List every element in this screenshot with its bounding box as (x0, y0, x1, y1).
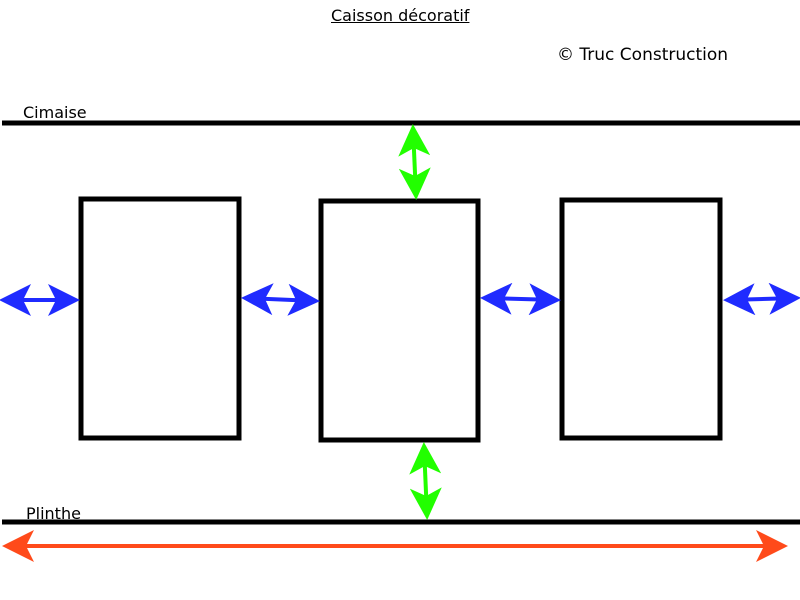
top-rail-label: Cimaise (23, 103, 87, 122)
bottom-rail-label: Plinthe (26, 504, 81, 523)
horizontal-spacing-arrow-2-3 (480, 282, 561, 316)
diagram-title: Caisson décoratif (331, 6, 470, 25)
horizontal-spacing-arrow-1-2 (241, 283, 320, 316)
vertical-spacing-arrow-bottom (409, 442, 442, 520)
horizontal-spacing-arrow-right (723, 282, 800, 316)
panel-3 (559, 197, 723, 441)
vertical-spacing-arrow-top (398, 124, 431, 200)
panel-1 (78, 196, 242, 441)
copyright-notice: © Truc Construction (557, 45, 729, 65)
panel-2 (318, 198, 481, 443)
